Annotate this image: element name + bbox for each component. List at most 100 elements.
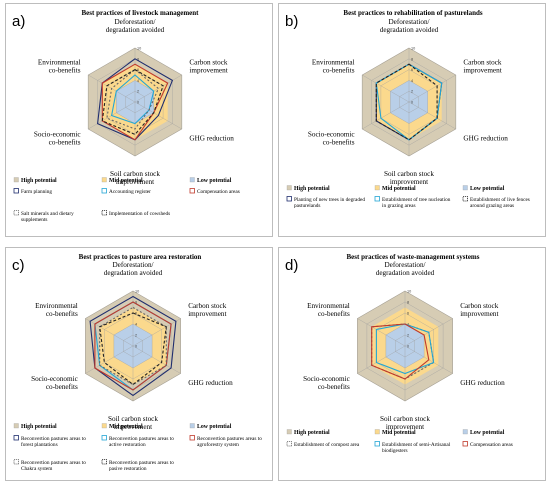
legend-series-label: Establishment of compost area [294,441,360,448]
series-line [375,323,435,375]
tick-label: 2 [135,334,137,338]
legend-swatch-mid [101,423,107,429]
legend-swatch-mid [101,177,107,183]
tick-label: 6 [137,68,139,72]
radar-chart-d: d)Best practices of waste-management sys… [285,253,513,454]
legend-label-mid: Mid potential [109,424,143,430]
legend-swatch-mid [374,429,380,435]
legend-label-mid: Mid potential [382,186,416,192]
series-line [371,323,430,380]
legend-series-swatch [462,441,468,447]
axis-spoke [357,345,406,374]
tick-label: 2 [411,90,413,94]
radar-chart-a: a)Best practices of livestock management… [12,9,240,223]
chart-title: Best practices of livestock management [81,9,199,17]
legend-series-label: Accounting register [109,189,151,195]
legend-series-swatch [13,435,19,441]
tick-label: 2 [137,90,139,94]
tick-label: 8 [407,301,409,305]
series-line [101,68,164,136]
tick-label: 6 [135,312,137,316]
panel-d: d)Best practices of waste-management sys… [278,247,546,481]
legend-swatch-high [13,423,19,429]
tick-label: 4 [137,79,139,83]
tick-label: 8 [137,57,139,61]
series-line [375,63,443,141]
tick-label: 0 [137,101,139,105]
tick-label: 6 [407,312,409,316]
legend-label-low: Low potential [470,186,505,192]
legend-series-swatch [462,196,468,202]
tick-label: 0 [411,101,413,105]
chart-title: Best practices to rehabilitation of past… [343,9,482,17]
axis-spoke [85,345,134,374]
legend-label-high: High potential [21,424,57,430]
legend-series-swatch [101,435,107,441]
legend-series-swatch [189,435,195,441]
tick-label: 0 [135,345,137,349]
axis-label: Deforestation/degradation avoided [380,18,439,34]
series-line [89,295,177,397]
legend-swatch-mid [374,185,380,191]
panel-c: c)Best practices to pasture area restora… [5,247,273,481]
tick-label: 10 [137,47,141,51]
legend-series-label: Farm planning [21,189,52,195]
axis-label: Deforestation/degradation avoided [106,18,165,34]
legend-label-mid: Mid potential [109,178,143,184]
axis-label: GHG reduction [460,379,505,387]
axis-label: Deforestation/degradation avoided [104,261,163,277]
legend-series-label: Compensation areas [470,442,513,448]
series-line [99,312,167,386]
legend-label-low: Low potential [197,178,232,184]
tick-label: 10 [407,290,411,294]
tick-label: 10 [135,290,139,294]
series-line [94,301,172,391]
tick-label: 8 [135,301,137,305]
axis-spoke [132,318,181,347]
tick-label: 2 [407,334,409,338]
radar-chart-c: c)Best practices to pasture area restora… [12,253,262,472]
panel-letter: b) [285,13,298,30]
series-line [110,74,155,125]
legend-label-high: High potential [294,186,330,192]
series-line [375,63,438,141]
legend-series-swatch [13,188,19,194]
axis-spoke [357,318,406,347]
legend-label-low: Low potential [197,424,232,430]
panel-b: b) Best practices to rehabilitation of pa… [278,3,546,237]
legend-series-label: Implementation of cowsheds [109,210,170,217]
legend-swatch-high [286,429,292,435]
tick-label: 8 [411,57,413,61]
tick-label: 10 [411,47,415,51]
legend-label-high: High potential [294,430,330,436]
legend-swatch-high [286,185,292,191]
legend-swatch-low [462,429,468,435]
legend-series-swatch [13,459,19,465]
tick-label: 0 [407,345,409,349]
tick-label: 6 [411,68,413,72]
legend-series-swatch [101,210,107,216]
legend-series-swatch [286,441,292,447]
legend-series-swatch [374,441,380,447]
series-line [101,63,169,141]
